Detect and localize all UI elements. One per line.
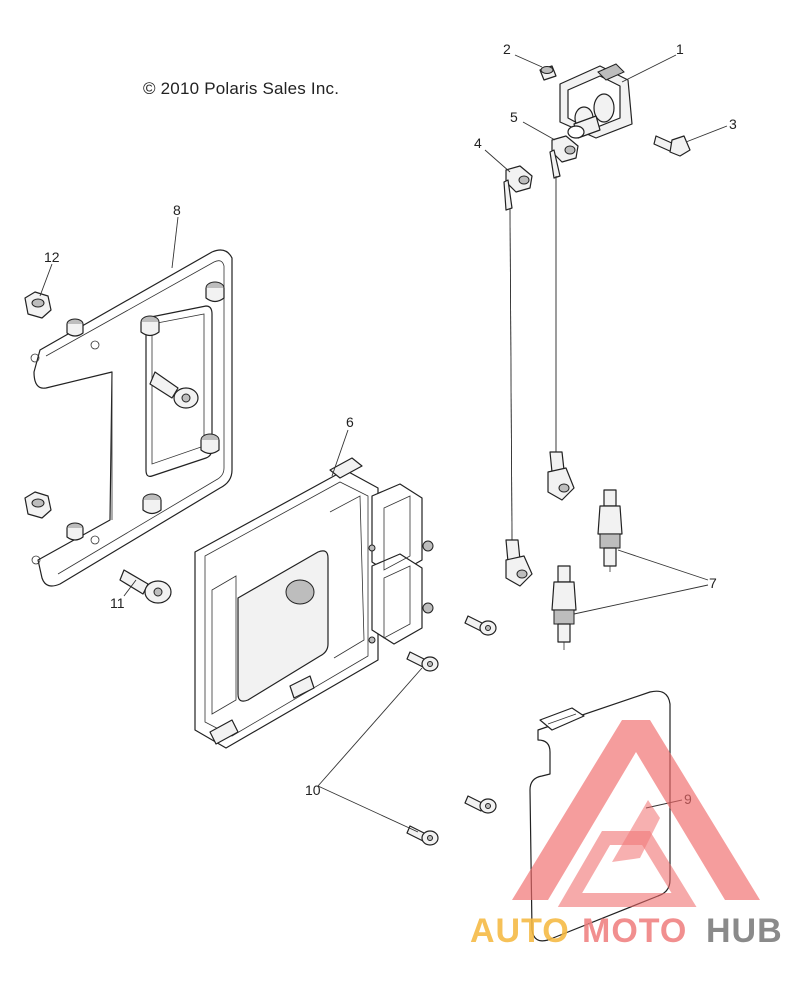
copyright-notice: © 2010 Polaris Sales Inc.	[143, 79, 340, 98]
bracket-stud	[66, 522, 84, 541]
watermark-hub: HUB	[706, 912, 783, 950]
callout-8: 8	[173, 202, 181, 218]
nut-12b	[24, 491, 52, 519]
bracket-stud	[140, 315, 160, 337]
screw-10b	[406, 825, 439, 846]
callout-5: 5	[510, 109, 518, 125]
screw-10a	[406, 651, 439, 672]
ecu-module	[194, 457, 434, 749]
spark-wire-5	[547, 135, 579, 501]
watermark-moto: MOTO	[582, 912, 687, 950]
nut-12	[24, 291, 52, 319]
watermark-auto: AUTO	[470, 912, 570, 950]
screw-loose-1	[464, 615, 497, 636]
bolt-3	[653, 135, 691, 157]
callout-12: 12	[44, 249, 60, 265]
bracket-stud	[142, 493, 162, 515]
bracket-screw	[149, 371, 199, 409]
ignition-coil	[559, 63, 633, 139]
callout-2: 2	[503, 41, 511, 57]
callout-6: 6	[346, 414, 354, 430]
callout-1: 1	[676, 41, 684, 57]
bracket-stud	[205, 281, 225, 303]
callout-4: 4	[474, 135, 482, 151]
bracket-stud	[200, 433, 220, 455]
screw-loose-2	[464, 795, 497, 814]
cap-2	[539, 65, 557, 81]
bracket-stud	[66, 318, 84, 337]
watermark-logo: AUTO MOTO HUB	[470, 720, 783, 950]
spark-plug-upper	[597, 489, 623, 572]
callout-11: 11	[110, 595, 125, 611]
spark-plug-lower	[551, 565, 577, 650]
callout-7: 7	[709, 575, 717, 591]
mounting-bracket	[30, 249, 233, 587]
callout-3: 3	[729, 116, 737, 132]
callout-numbers: 1 2 3 4 5 6 7 8 9 10 11 12	[44, 41, 737, 807]
watermark-triangle	[512, 720, 760, 900]
callout-10: 10	[305, 782, 321, 798]
screw-11	[119, 569, 172, 604]
spark-wire-4	[503, 165, 533, 587]
